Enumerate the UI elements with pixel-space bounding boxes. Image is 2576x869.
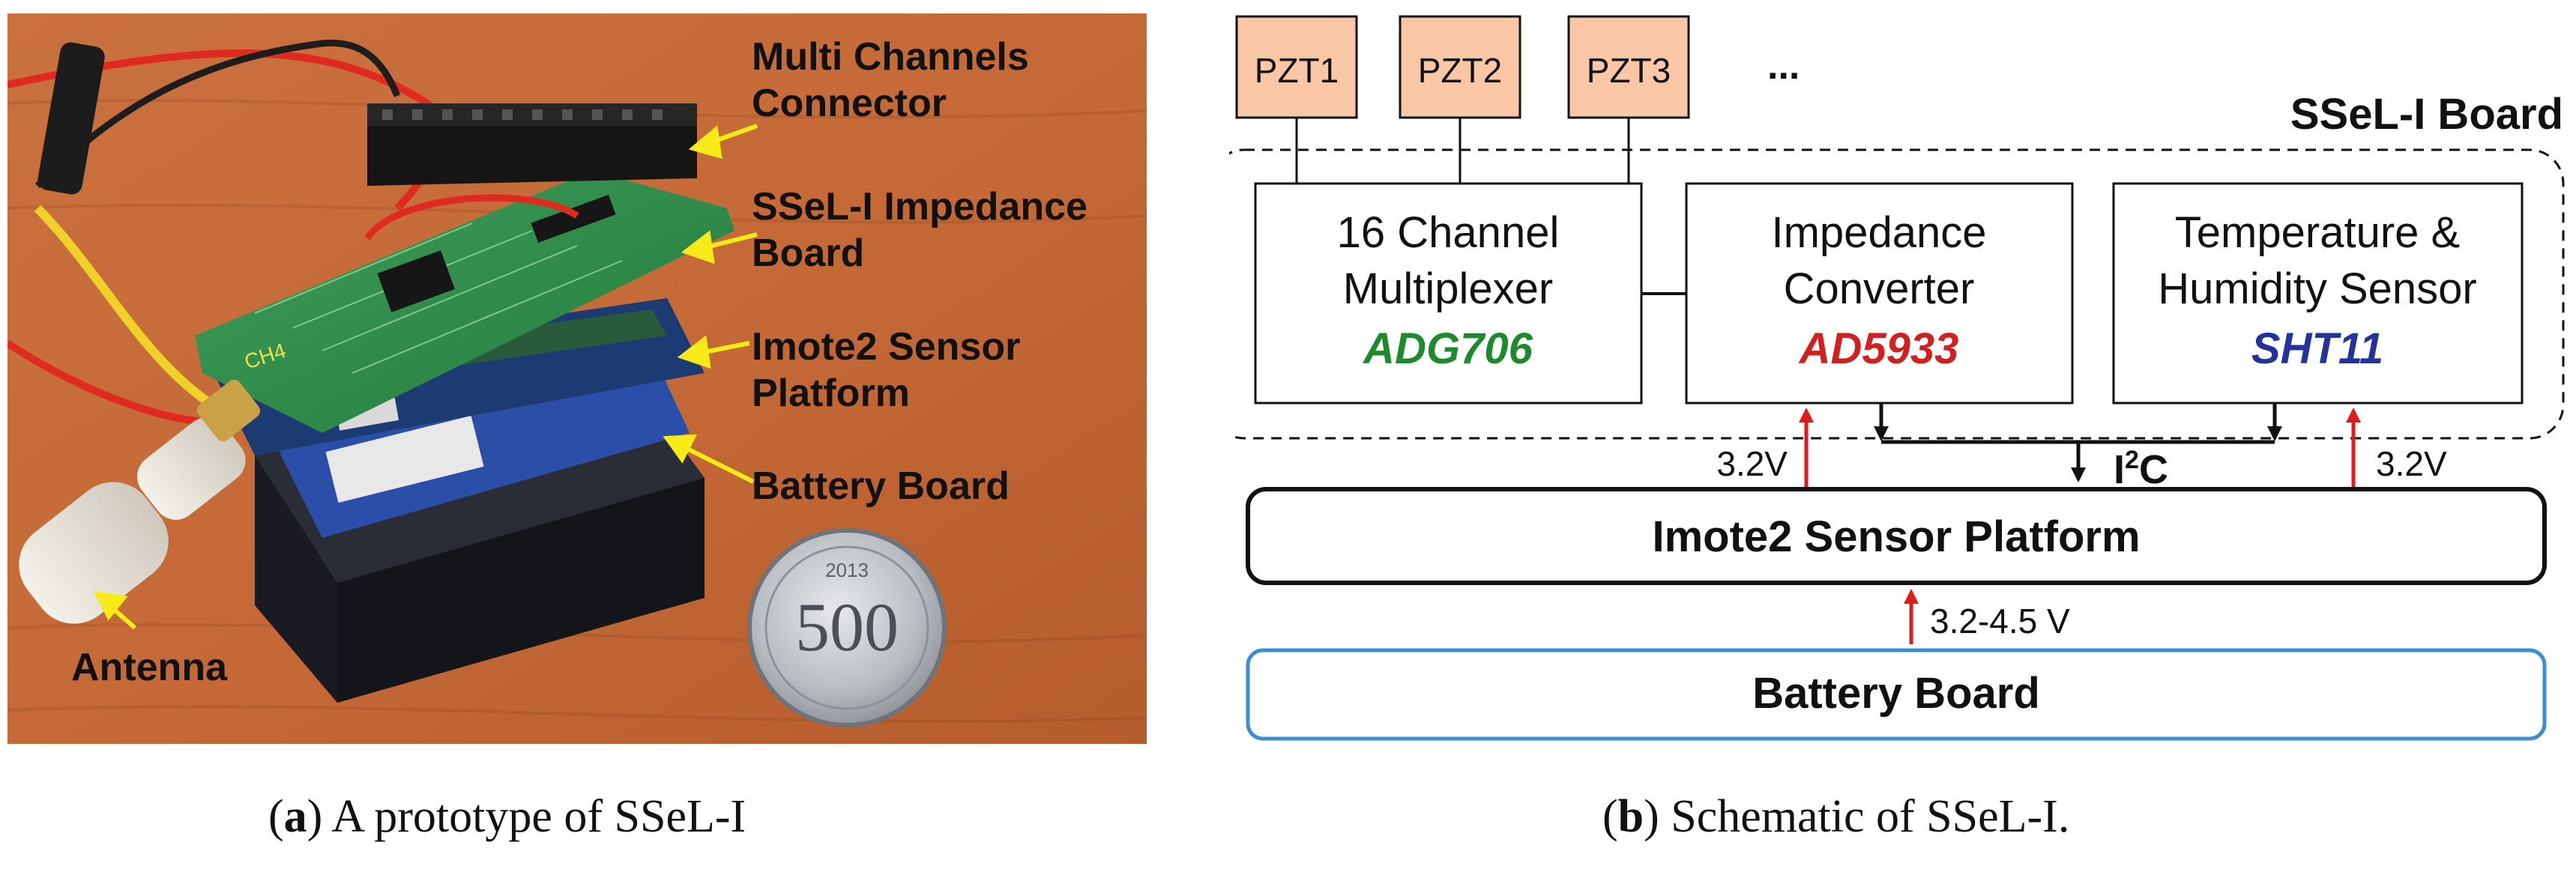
caption-a: (a) A prototype of SSeL-I [268, 791, 746, 842]
platform-label: Imote2 Sensor Platform [1652, 512, 2140, 561]
pzt-2-label: PZT2 [1418, 51, 1502, 90]
impedance-converter-block: Impedance Converter AD5933 [1685, 182, 2074, 405]
mux-line2: Multiplexer [1343, 264, 1553, 313]
board-title: SSeL-I Board [2290, 90, 2563, 139]
pzt-3: PZT3 [1567, 15, 1690, 119]
antenna [19, 379, 261, 624]
mux-line1: 16 Channel [1337, 208, 1560, 257]
label-impedance-line1: SSeL-I Impedance [752, 185, 1088, 228]
label-imote2-line1: Imote2 Sensor [752, 325, 1021, 369]
prototype-photo: CH4 500 2013 [7, 13, 1147, 744]
i2c-sup: 2 [2125, 446, 2139, 474]
label-impedance-board: SSeL-I Impedance Board [752, 184, 1088, 276]
multi-channel-connector [367, 122, 697, 186]
imote2-platform-block: Imote2 Sensor Platform [1246, 487, 2547, 585]
pzt-1: PZT1 [1235, 15, 1358, 119]
caption-b-label: b [1617, 791, 1644, 842]
impedance-board [195, 171, 735, 433]
sensor-block: Temperature & Humidity Sensor SHT11 [2112, 182, 2524, 405]
schematic-diagram: PZT1 PZT2 PZT3 ... SSeL-I Board 16 Chann… [1229, 0, 2576, 757]
sensor-part: SHT11 [2251, 324, 2383, 373]
coin-value: 500 [795, 589, 899, 665]
voltage-left: 3.2V [1716, 444, 1788, 483]
mux-part: ADG706 [1362, 324, 1533, 373]
i2c-main: I [2114, 447, 2125, 492]
coin: 500 2013 [747, 528, 947, 727]
i2c-bus [1874, 403, 2282, 482]
label-imote2-line2: Platform [752, 372, 910, 415]
caption-b-text: Schematic of SSeL-I. [1671, 791, 2070, 842]
converter-line2: Converter [1784, 264, 1975, 313]
sensor-line2: Humidity Sensor [2158, 264, 2476, 313]
pzt-1-label: PZT1 [1255, 51, 1339, 90]
sensor-line1: Temperature & [2175, 208, 2460, 257]
coin-year: 2013 [825, 559, 869, 581]
converter-part: AD5933 [1798, 324, 1959, 373]
pzt-ellipsis: ... [1767, 44, 1800, 88]
battery-board-block: Battery Board [1246, 648, 2547, 741]
voltage-right: 3.2V [2376, 444, 2447, 483]
i2c-label: I2C [2114, 446, 2168, 492]
caption-b: (b) Schematic of SSeL-I. [1602, 791, 2070, 842]
label-antenna: Antenna [71, 646, 227, 689]
caption-a-label: a [283, 791, 307, 842]
label-connector-line2: Connector [752, 82, 947, 125]
converter-line1: Impedance [1772, 208, 1987, 257]
pzt-3-label: PZT3 [1587, 51, 1671, 90]
multiplexer-block: 16 Channel Multiplexer ADG706 [1254, 182, 1643, 405]
i2c-tail: C [2139, 447, 2168, 492]
black-wire [34, 39, 401, 189]
label-connector-line1: Multi Channels [752, 35, 1029, 79]
callout-arrows [93, 124, 758, 630]
pzt-2: PZT2 [1399, 15, 1521, 119]
label-battery-board: Battery Board [752, 464, 1010, 508]
label-impedance-line2: Board [752, 231, 865, 275]
label-imote2: Imote2 Sensor Platform [752, 324, 1020, 417]
label-connector: Multi Channels Connector [752, 34, 1029, 127]
battery-label: Battery Board [1752, 669, 2040, 718]
voltage-battery: 3.2-4.5 V [1930, 602, 2070, 641]
caption-a-text: A prototype of SSeL-I [331, 791, 746, 842]
